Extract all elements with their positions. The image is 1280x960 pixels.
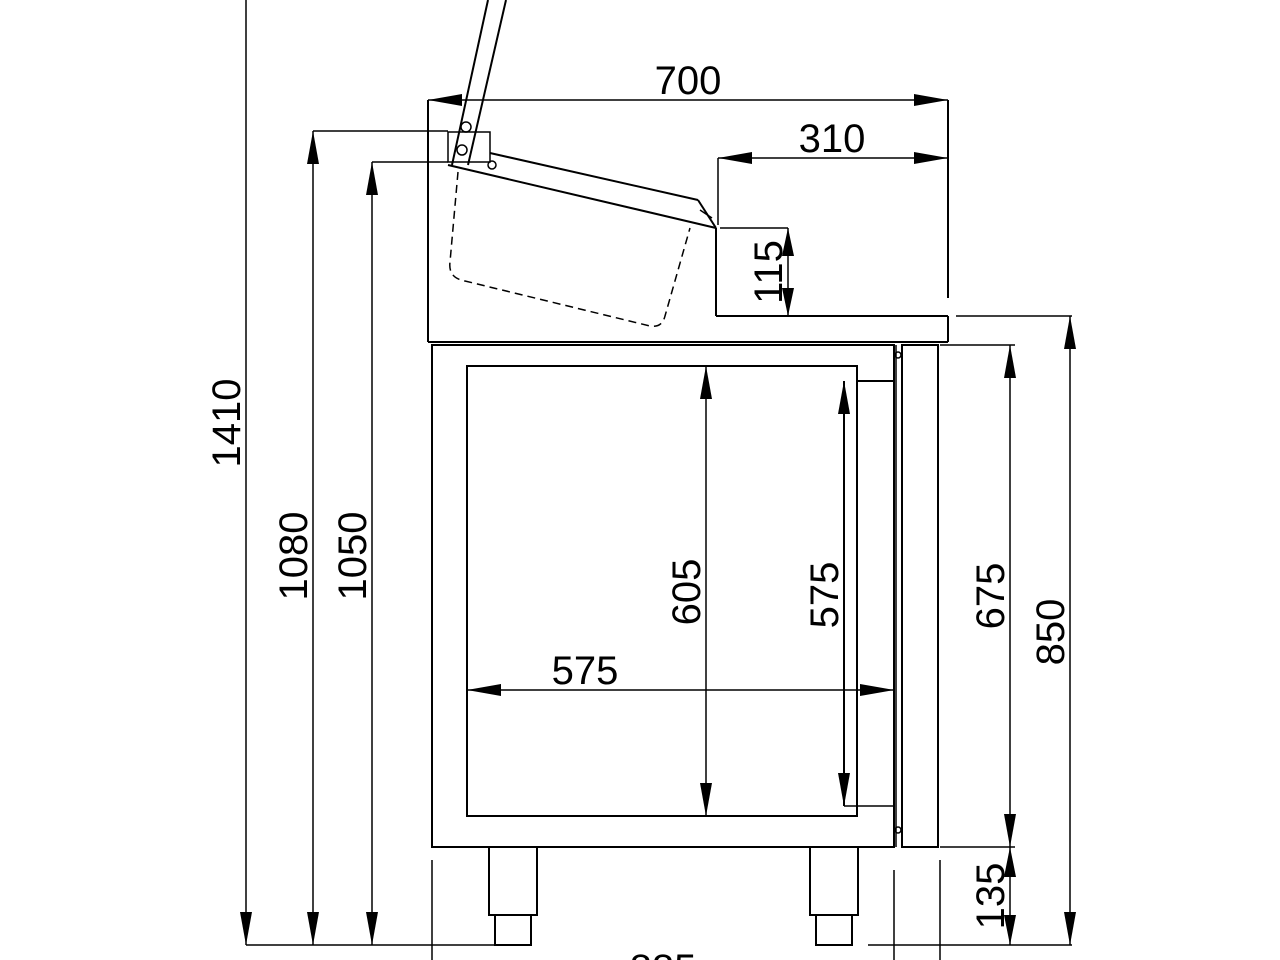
dim-line-115 xyxy=(782,228,794,316)
dim-line-605 xyxy=(700,366,712,816)
topbox-outline xyxy=(427,100,949,343)
dim-line-675 xyxy=(1004,345,1016,847)
label-1410: 1410 xyxy=(205,379,249,468)
label-885: 885 xyxy=(630,947,697,960)
top-rail xyxy=(447,152,717,229)
label-575-width: 575 xyxy=(552,649,619,693)
dim-line-575-height xyxy=(838,381,850,806)
lid-hinge xyxy=(447,121,497,170)
leg-right xyxy=(809,846,859,946)
label-1080: 1080 xyxy=(272,512,316,601)
dim-line-850 xyxy=(1064,316,1076,945)
leg-left xyxy=(488,846,538,946)
dim-line-700 xyxy=(428,94,948,106)
dim-line-135 xyxy=(1004,847,1016,945)
label-135: 135 xyxy=(969,863,1013,930)
label-575-height: 575 xyxy=(803,562,847,629)
dim-line-575-width xyxy=(467,684,894,696)
dim-line-1410 xyxy=(240,0,252,945)
dim-line-310 xyxy=(718,152,948,164)
label-605: 605 xyxy=(665,559,709,626)
dim-line-1080 xyxy=(307,131,319,945)
label-700: 700 xyxy=(655,59,722,103)
extension-lines xyxy=(246,130,1072,960)
label-850: 850 xyxy=(1029,599,1073,666)
label-675: 675 xyxy=(969,563,1013,630)
gastronorm-pan xyxy=(449,171,691,328)
label-1050: 1050 xyxy=(331,512,375,601)
label-115: 115 xyxy=(747,240,791,304)
label-310: 310 xyxy=(799,117,866,161)
dim-line-1050 xyxy=(366,162,378,945)
cabinet-door xyxy=(894,344,939,848)
raised-lid xyxy=(451,0,507,166)
